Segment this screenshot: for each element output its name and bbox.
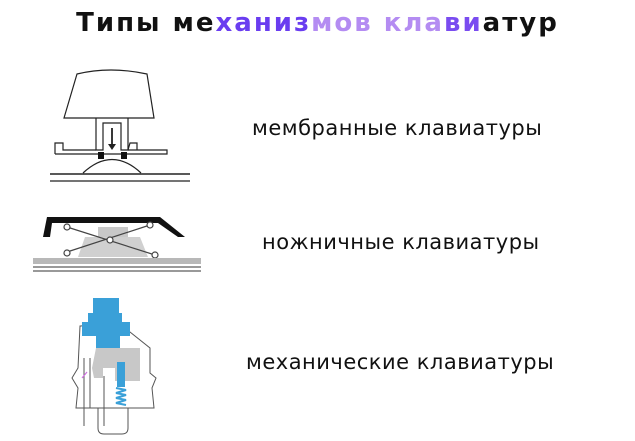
- label-mechanical: механические клавиатуры: [246, 350, 555, 374]
- title-segment: мов кла: [311, 8, 444, 38]
- label-scissor: ножничные клавиатуры: [262, 230, 540, 254]
- membrane-key-icon: [50, 69, 190, 182]
- page-title: Типы механизмов клавиатур: [0, 8, 635, 38]
- title-segment: атур: [482, 8, 559, 38]
- title-segment: ханиз: [215, 8, 312, 38]
- label-membrane: мембранные клавиатуры: [252, 116, 543, 140]
- mechanical-switch-icon: [71, 298, 157, 435]
- title-segment: Типы ме: [76, 8, 216, 38]
- title-segment: ви: [443, 8, 483, 38]
- scissor-key-icon: [33, 217, 201, 272]
